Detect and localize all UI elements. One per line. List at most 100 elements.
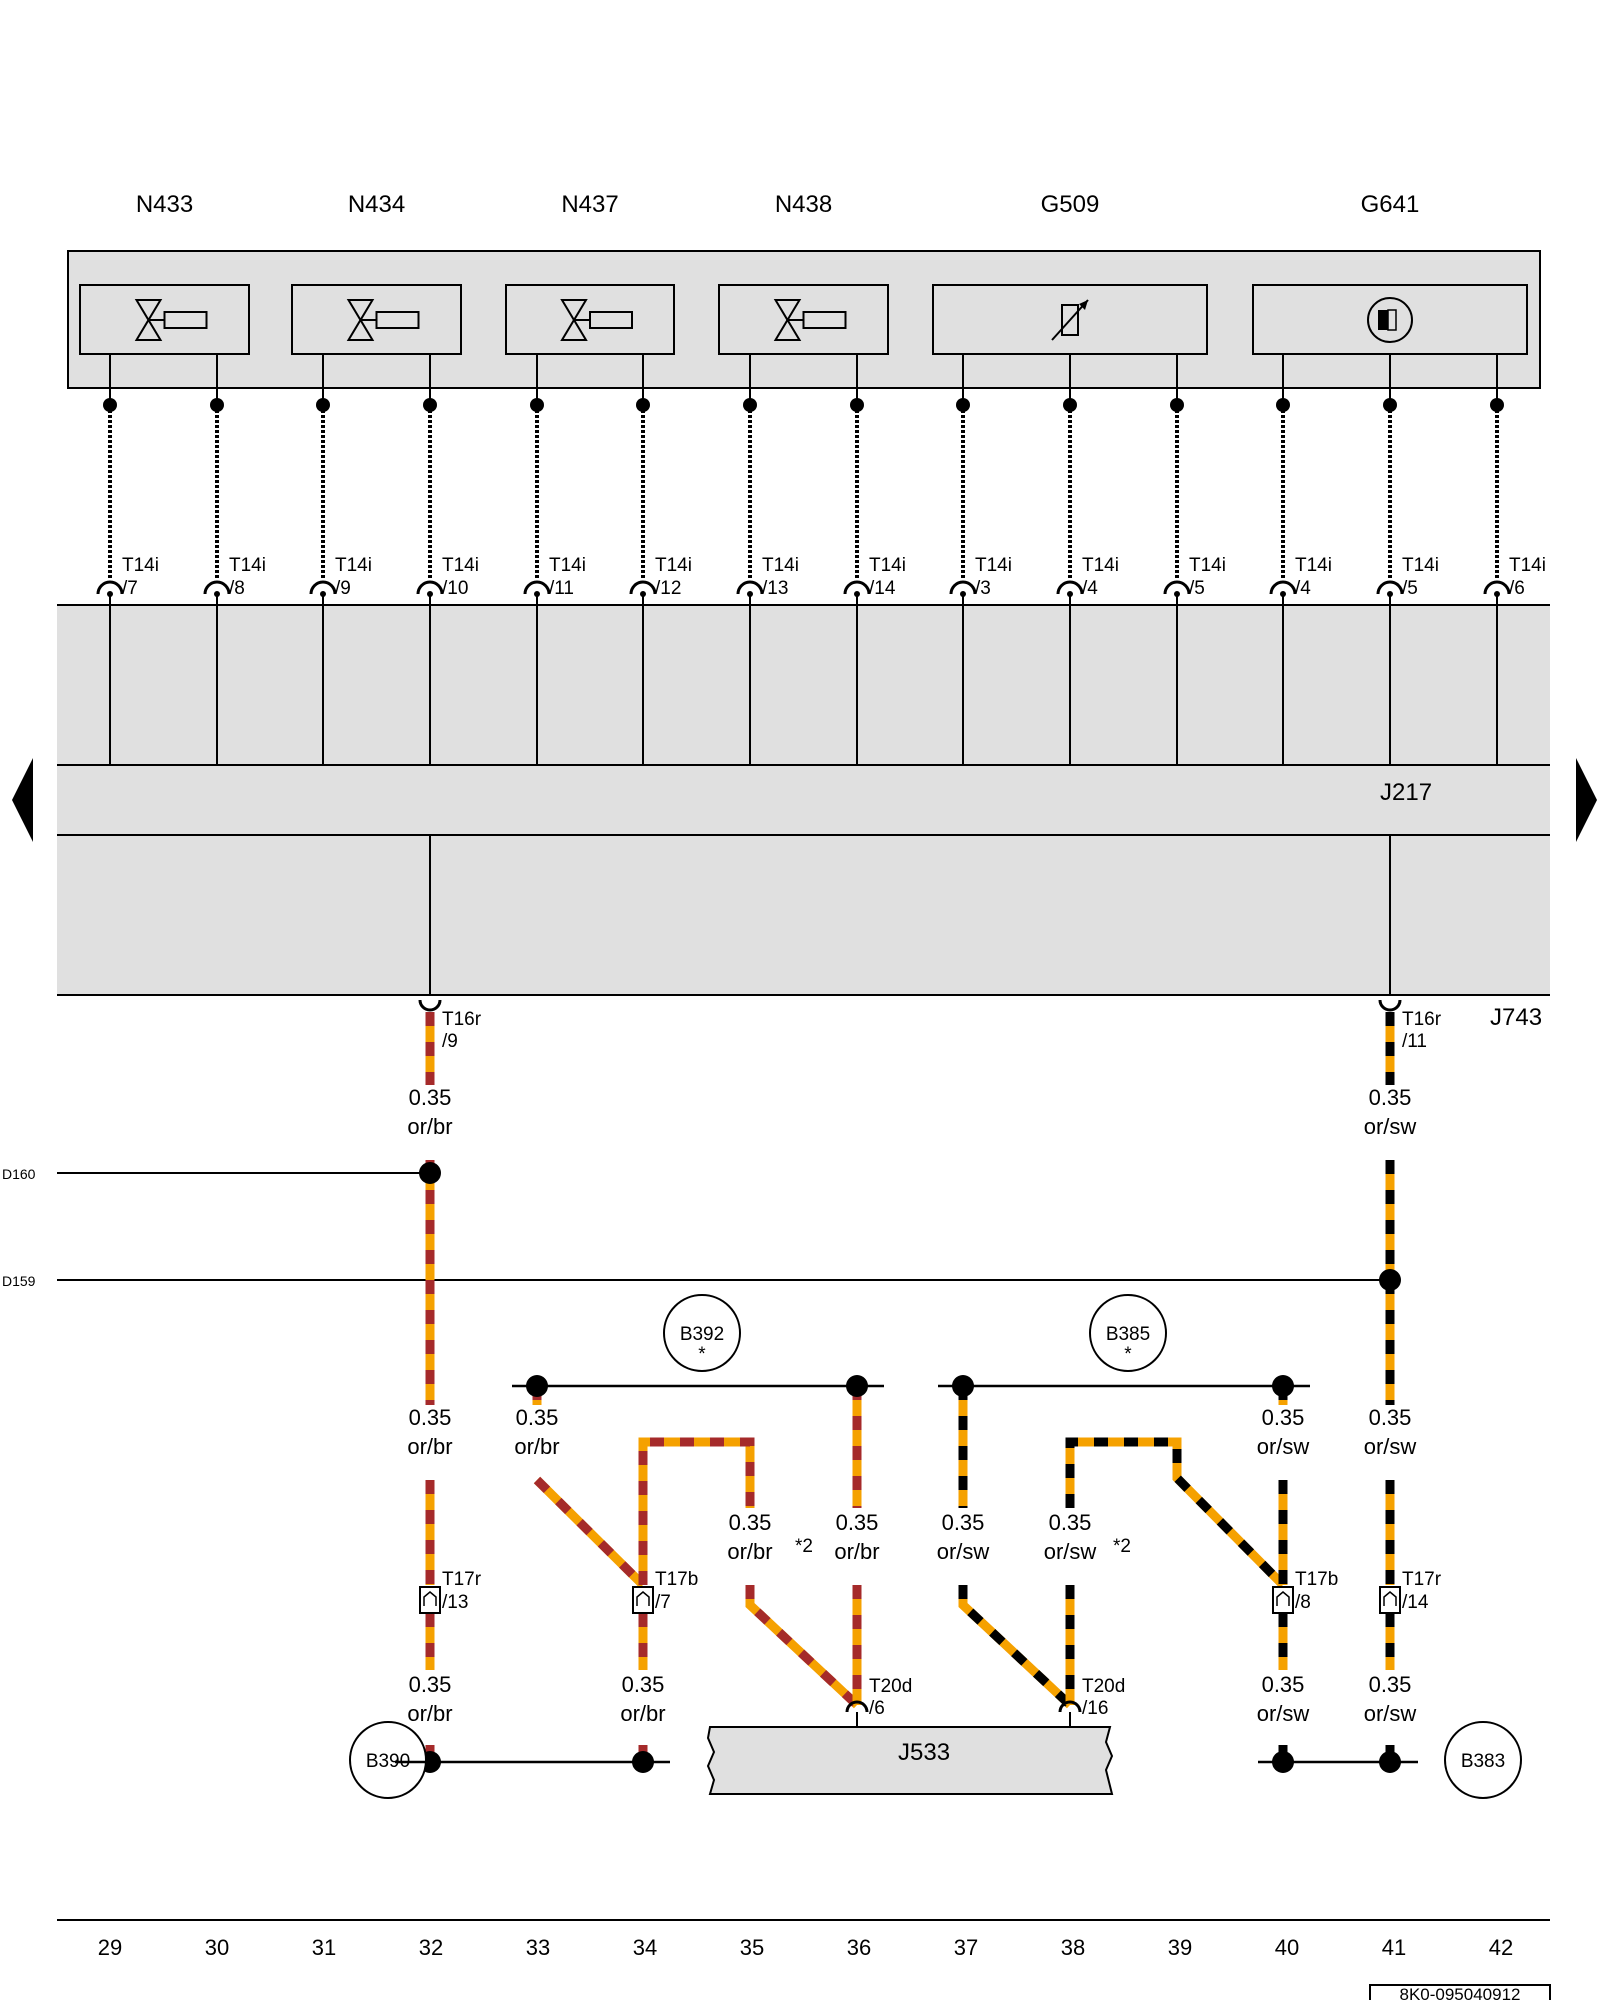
column-number: 30: [205, 1935, 229, 1960]
connector-pin-label: /7: [655, 1592, 671, 1613]
component-label-g641: G641: [1361, 191, 1420, 218]
junction-dot: [1272, 1751, 1294, 1773]
connector-pin: [640, 591, 646, 597]
connector-label: T14i: [122, 555, 159, 576]
connector-pin-label: /11: [1402, 1031, 1427, 1052]
j743-label: J743: [1490, 1004, 1542, 1031]
connector-pin: [214, 591, 220, 597]
connector-arc: [1163, 580, 1191, 595]
splice-label: B383: [1461, 1751, 1505, 1772]
connector-label: T16r: [442, 1009, 482, 1030]
inline-connector-pin: [423, 1591, 437, 1606]
connector-pin-label: /13: [442, 1592, 468, 1613]
connector-label: T17b: [655, 1569, 698, 1590]
variable-resistor-icon: [1051, 299, 1089, 341]
wire-or-br: [745, 1585, 861, 1709]
column-number: 29: [98, 1935, 122, 1960]
splice-b392: [663, 1294, 741, 1372]
wire-or-sw: [1065, 1437, 1287, 1589]
inline-connector: [1379, 1586, 1401, 1614]
wire-size-label: 0.35: [836, 1510, 879, 1535]
wire-color-label: or/sw: [1044, 1539, 1097, 1564]
column-number: 40: [1275, 1935, 1299, 1960]
wire-color-label: or/br: [407, 1701, 452, 1726]
junction-dot: [1379, 1751, 1401, 1773]
footnote-mark: *2: [1113, 1536, 1131, 1557]
connector-pin: [1174, 591, 1180, 597]
wire-or-br-stripe: [533, 1476, 647, 1589]
column-number: 38: [1061, 1935, 1085, 1960]
connector-pin-label: /4: [1082, 578, 1098, 599]
wire-color-label: or/sw: [1364, 1114, 1417, 1139]
connector-label: T14i: [1295, 555, 1332, 576]
junction-dot: [952, 1375, 974, 1397]
component-label-n433: N433: [136, 191, 193, 218]
connector-pin-label: /9: [335, 578, 351, 599]
connector-label: T14i: [229, 555, 266, 576]
connector-label: T14i: [442, 555, 479, 576]
connector-label: T14i: [975, 555, 1012, 576]
junction-dot: [956, 398, 970, 412]
junction-dot: [1490, 398, 1504, 412]
column-number: 35: [740, 1935, 764, 1960]
component-box-n433: [79, 284, 250, 355]
valve-icon: [346, 299, 420, 341]
connector-pin-label: /11: [549, 578, 574, 599]
valve-icon: [134, 299, 208, 341]
junction-dot: [1383, 398, 1397, 412]
wire-size-label: 0.35: [942, 1510, 985, 1535]
connector-pin: [854, 591, 860, 597]
junction-dot: [1063, 398, 1077, 412]
wire-color-label: or/br: [407, 1114, 452, 1139]
connector-arc: [1378, 999, 1402, 1012]
doc-id: 8K0-095040912: [1399, 1985, 1520, 2000]
column-number: 41: [1382, 1935, 1406, 1960]
footnote-mark: *2: [795, 1536, 813, 1557]
splice-b390: [349, 1721, 427, 1799]
connector-arc: [1376, 580, 1404, 595]
splice-label: B390: [366, 1751, 410, 1772]
j217-label: J217: [1380, 779, 1432, 806]
junction-dot: [103, 398, 117, 412]
connector-pin-label: /3: [975, 578, 991, 599]
connector-pin: [1387, 591, 1393, 597]
column-number: 37: [954, 1935, 978, 1960]
continue-left-arrow[interactable]: [12, 758, 33, 842]
connector-pin: [1280, 591, 1286, 597]
connector-label: T17r: [1402, 1569, 1442, 1590]
junction-dot: [1170, 398, 1184, 412]
connector-arc: [309, 580, 337, 595]
connector-label: T14i: [335, 555, 372, 576]
j533-module: [706, 1726, 1114, 1795]
connector-pin-label: /5: [1402, 578, 1418, 599]
connector-pin-label: /9: [442, 1031, 458, 1052]
connector-pin: [320, 591, 326, 597]
column-number: 32: [419, 1935, 443, 1960]
wire-size-label: 0.35: [409, 1405, 452, 1430]
connector-pin-label: /4: [1295, 578, 1311, 599]
wire-or-sw-stripe: [1065, 1437, 1287, 1589]
wire-color-label: or/br: [727, 1539, 772, 1564]
inline-connector-pin: [1276, 1591, 1290, 1606]
wire-size-label: 0.35: [1369, 1405, 1412, 1430]
continue-right-arrow[interactable]: [1576, 758, 1597, 842]
connector-label: T16r: [1402, 1009, 1442, 1030]
wire-color-label: or/sw: [1257, 1701, 1310, 1726]
connector-label: T20d: [869, 1676, 912, 1697]
column-number: 31: [312, 1935, 336, 1960]
junction-dot: [530, 398, 544, 412]
splice-b383: [1444, 1721, 1522, 1799]
wire-size-label: 0.35: [409, 1085, 452, 1110]
connector-pin: [427, 591, 433, 597]
wire-or-br-stripe: [745, 1585, 861, 1709]
wire-or-br-stripe: [638, 1437, 755, 1585]
junction-dot: [419, 1162, 441, 1184]
splice-b385: [1089, 1294, 1167, 1372]
connector-arc: [843, 580, 871, 595]
wire-color-label: or/sw: [1257, 1434, 1310, 1459]
connector-pin: [107, 591, 113, 597]
component-label-g509: G509: [1041, 191, 1100, 218]
column-number: 42: [1489, 1935, 1513, 1960]
wire-size-label: 0.35: [1049, 1510, 1092, 1535]
